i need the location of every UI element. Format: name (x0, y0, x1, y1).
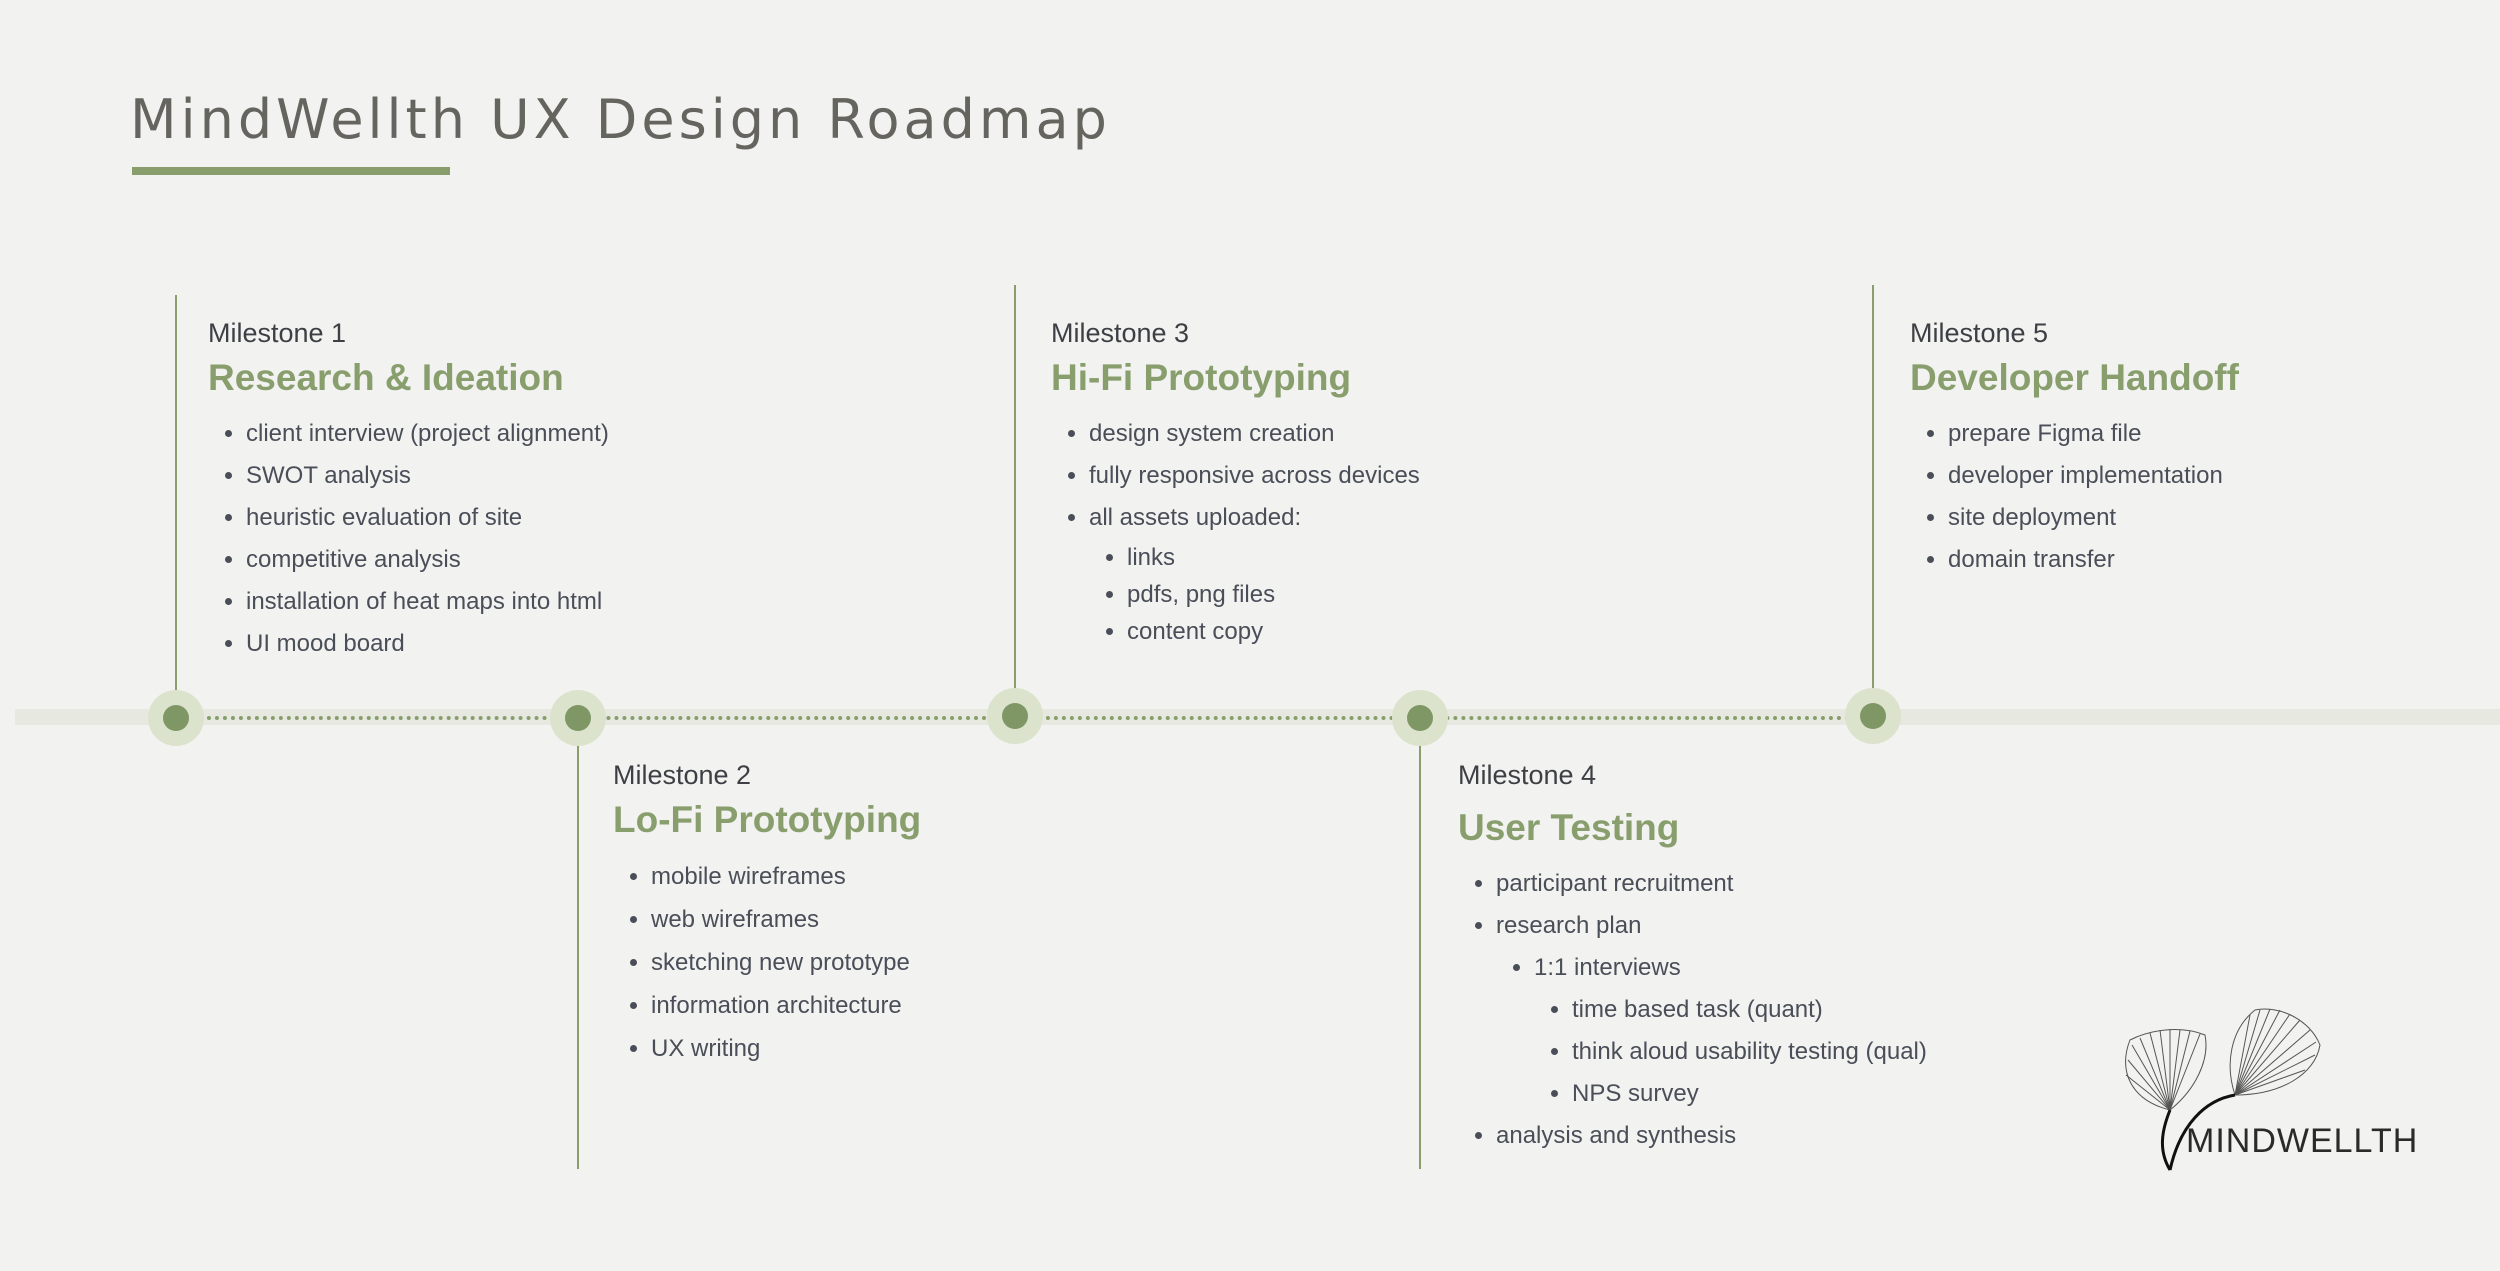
task-item: UI mood board (246, 623, 609, 665)
ginkgo-leaf-logo-icon (2125, 1008, 2321, 1171)
milestone-task-list: prepare Figma file developer implementat… (1910, 413, 2239, 581)
task-item: information architecture (651, 984, 921, 1027)
milestone-4-card: Milestone 4 User Testing participant rec… (1458, 760, 1927, 1157)
milestone-task-list: design system creation fully responsive … (1051, 413, 1420, 650)
task-item-label: all assets uploaded: (1089, 504, 1302, 531)
sub-sub-task-item: time based task (quant) (1572, 989, 1927, 1031)
sub-sub-task-list: time based task (quant) think aloud usab… (1534, 989, 1927, 1115)
milestone-title: Research & Ideation (208, 357, 564, 398)
milestone-title: User Testing (1458, 807, 1680, 848)
milestone-5-node (1845, 688, 1901, 744)
milestone-1-node (148, 690, 204, 746)
milestone-title: Lo-Fi Prototyping (613, 799, 922, 840)
milestone-title: Developer Handoff (1910, 357, 2239, 398)
milestone-4-node (1392, 690, 1448, 746)
milestone-3-card: Milestone 3 Hi-Fi Prototyping design sys… (1051, 318, 1420, 650)
milestone-task-list: participant recruitment research plan 1:… (1458, 863, 1927, 1157)
task-item: client interview (project alignment) (246, 413, 609, 455)
logo-wordmark: MINDWELLTH (2186, 1122, 2419, 1160)
sub-task-item: content copy (1127, 613, 1420, 650)
task-item: research plan 1:1 interviews time based … (1496, 905, 1927, 1115)
sub-task-item: pdfs, png files (1127, 576, 1420, 613)
sub-sub-task-item: think aloud usability testing (qual) (1572, 1031, 1927, 1073)
task-item: design system creation (1089, 413, 1420, 455)
milestone-label: Milestone 3 (1051, 318, 1190, 348)
milestone-2-connector (577, 717, 579, 1169)
sub-sub-task-item: NPS survey (1572, 1073, 1927, 1115)
milestone-4-connector (1419, 717, 1421, 1169)
task-item-label: research plan (1496, 912, 1642, 939)
task-item: developer implementation (1948, 455, 2239, 497)
milestone-1-connector (175, 295, 177, 717)
title-underline (132, 167, 450, 175)
milestone-1-card: Milestone 1 Research & Ideation client i… (208, 318, 609, 665)
milestone-label: Milestone 5 (1910, 318, 2049, 348)
sub-task-item: links (1127, 539, 1420, 576)
milestone-2-card: Milestone 2 Lo-Fi Prototyping mobile wir… (613, 760, 921, 1070)
milestone-task-list: mobile wireframes web wireframes sketchi… (613, 855, 921, 1070)
task-item: fully responsive across devices (1089, 455, 1420, 497)
task-item: installation of heat maps into html (246, 581, 609, 623)
task-item: all assets uploaded: links pdfs, png fil… (1089, 497, 1420, 650)
sub-task-list: links pdfs, png files content copy (1089, 539, 1420, 650)
sub-task-list: 1:1 interviews time based task (quant) t… (1496, 947, 1927, 1115)
task-item: domain transfer (1948, 539, 2239, 581)
milestone-label: Milestone 4 (1458, 760, 1597, 790)
task-item: competitive analysis (246, 539, 609, 581)
page-title: MindWellth UX Design Roadmap (130, 88, 1111, 151)
milestone-5-connector (1872, 285, 1874, 717)
task-item: UX writing (651, 1027, 921, 1070)
task-item: participant recruitment (1496, 863, 1927, 905)
milestone-3-connector (1014, 285, 1016, 717)
milestone-3-node (987, 688, 1043, 744)
milestone-task-list: client interview (project alignment) SWO… (208, 413, 609, 665)
task-item: sketching new prototype (651, 941, 921, 984)
milestone-title: Hi-Fi Prototyping (1051, 357, 1352, 398)
task-item: site deployment (1948, 497, 2239, 539)
milestone-label: Milestone 1 (208, 318, 347, 348)
task-item: SWOT analysis (246, 455, 609, 497)
task-item: heuristic evaluation of site (246, 497, 609, 539)
milestone-5-card: Milestone 5 Developer Handoff prepare Fi… (1910, 318, 2239, 581)
sub-task-label: 1:1 interviews (1534, 954, 1681, 981)
task-item: mobile wireframes (651, 855, 921, 898)
task-item: prepare Figma file (1948, 413, 2239, 455)
sub-task-item: 1:1 interviews time based task (quant) t… (1534, 947, 1927, 1115)
milestone-2-node (550, 690, 606, 746)
task-item: analysis and synthesis (1496, 1115, 1927, 1157)
task-item: web wireframes (651, 898, 921, 941)
milestone-label: Milestone 2 (613, 760, 752, 790)
